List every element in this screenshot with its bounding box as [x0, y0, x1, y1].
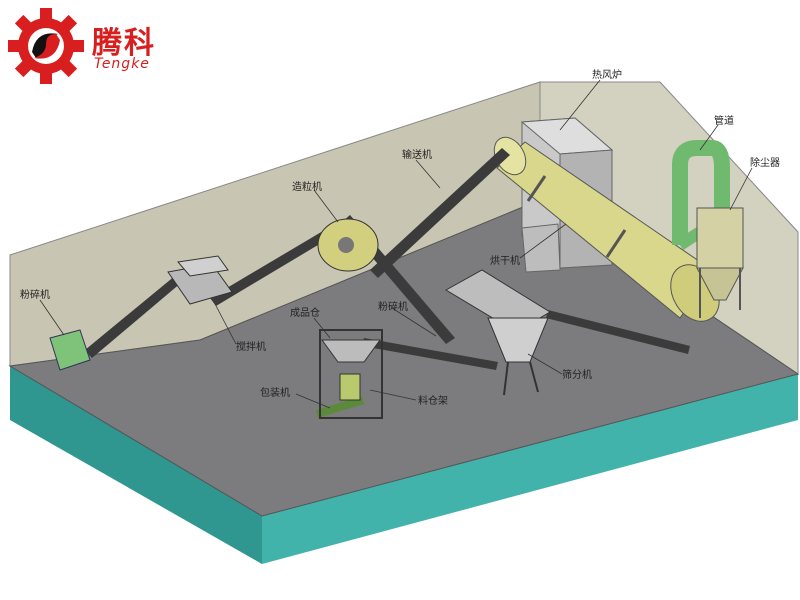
leader-mixer: [213, 301, 237, 345]
base-front-face: [10, 366, 262, 564]
support-box: [521, 223, 561, 273]
leader-conveyor: [415, 159, 441, 189]
label-crusher-left: 粉碎机: [20, 288, 50, 301]
label-crusher-mid: 粉碎机: [378, 300, 408, 313]
leader-hopper: [369, 389, 417, 401]
conveyor-under-dryer: [546, 310, 690, 354]
conveyor-main-incline: [370, 148, 510, 278]
leader-bin: [313, 317, 331, 339]
label-mixer: 搅拌机: [236, 340, 266, 353]
label-screener: 筛分机: [562, 368, 592, 381]
leader-lines: [39, 79, 753, 409]
brand-name-cn: 腾科: [92, 26, 156, 61]
dust-collector-body: [696, 207, 744, 269]
label-hopper-frame: 料仓架: [418, 394, 448, 407]
finished-bin-hopper: [321, 339, 381, 363]
leader-pipe: [699, 124, 719, 151]
gear-swirl-icon: [8, 8, 84, 84]
pipeline: [672, 140, 730, 245]
dryer-ring-2: [605, 229, 627, 258]
conveyor-to-bin: [362, 338, 498, 370]
label-dryer: 烘干机: [490, 254, 520, 267]
leader-granulator: [313, 189, 339, 223]
label-hot-air-furnace: 热风炉: [592, 68, 622, 81]
conveyor-packing: [316, 396, 364, 418]
finished-bin-frame: [319, 329, 383, 419]
label-packing-machine: 包装机: [260, 386, 290, 399]
packing-machine: [339, 373, 361, 401]
screener-leg-1: [503, 361, 509, 396]
leader-screener: [527, 353, 563, 375]
leader-packing: [295, 393, 331, 409]
brand-name-en: Tengke: [94, 56, 150, 72]
leader-crusher-mid: [391, 307, 437, 337]
screener-leg-2: [529, 361, 539, 393]
dryer-ring-1: [526, 175, 547, 202]
dust-collector-cone: [696, 267, 744, 301]
leader-dryer: [519, 223, 567, 259]
label-granulator: 造粒机: [292, 180, 322, 193]
leader-dust: [729, 167, 753, 211]
conveyor-left: [85, 275, 182, 358]
label-conveyor: 输送机: [402, 148, 432, 161]
label-dust-collector: 除尘器: [750, 156, 780, 169]
granulator-hub: [338, 237, 354, 253]
leader-furnace: [559, 79, 601, 131]
label-pipeline: 管道: [714, 114, 734, 127]
conveyor-to-granulator: [210, 228, 333, 306]
mixer-top: [177, 255, 229, 277]
base-right-face: [262, 374, 798, 564]
crusher-left: [49, 329, 91, 371]
leader-crusher-left: [39, 299, 65, 336]
label-finished-bin: 成品仓: [290, 306, 320, 319]
